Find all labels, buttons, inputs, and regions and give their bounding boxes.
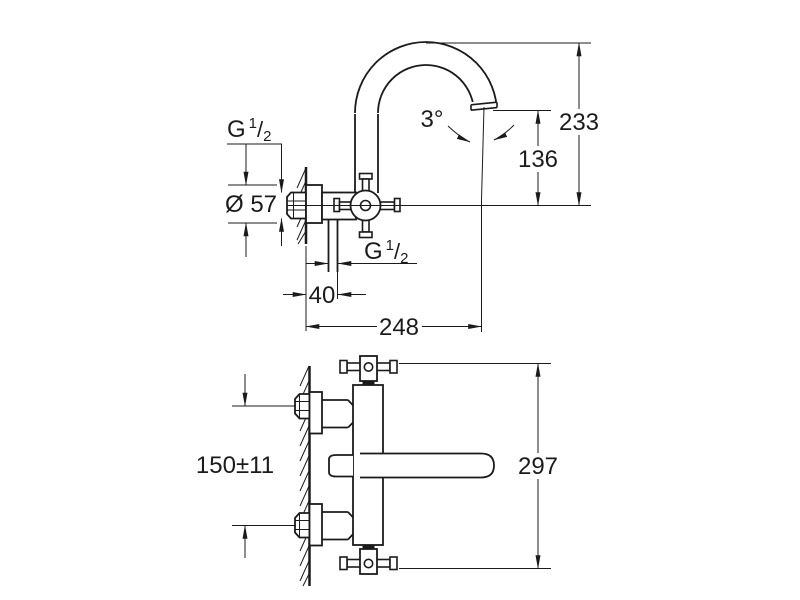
handle-hub	[359, 355, 378, 382]
label-spout-angle: 3°	[421, 106, 444, 133]
handle-stem	[362, 544, 375, 549]
dim-label-233: 233	[559, 109, 599, 136]
dimension-40: 40	[283, 282, 366, 309]
angle-reference-line	[481, 106, 485, 332]
handle-screw	[363, 558, 374, 569]
dimension-connection-spacing: 150±11	[196, 374, 296, 558]
gooseneck-spout	[354, 41, 500, 193]
dimension-flange-diameter: Ø 57	[225, 144, 277, 257]
spout-boss	[328, 454, 353, 478]
dimension-233: 233	[426, 42, 601, 207]
upper-union	[294, 391, 357, 435]
top-view: 150±11 297	[196, 355, 561, 587]
hex-nut	[294, 393, 311, 420]
wall-flange	[308, 503, 323, 547]
spout-inner-arc	[377, 64, 475, 114]
dim-label-150: 150±11	[196, 452, 274, 479]
dim-label-136: 136	[518, 146, 558, 173]
wall-escutcheon	[305, 184, 323, 224]
cross-handle-lower	[339, 544, 398, 575]
dim-label-297: 297	[518, 453, 558, 480]
spout-outer-arc	[354, 41, 498, 114]
handle-screw	[363, 361, 374, 372]
dim-label-40: 40	[309, 282, 336, 309]
dimension-248: 248	[305, 246, 483, 341]
cross-handle-upper	[339, 355, 398, 386]
dim-label-248: 248	[379, 314, 419, 341]
lower-union	[294, 503, 357, 547]
handle-hub	[359, 548, 378, 575]
inlet-union-side	[286, 184, 323, 224]
dimension-spout-angle: 3°	[421, 106, 515, 332]
wall-flange	[308, 391, 323, 435]
handle-stem	[362, 381, 375, 386]
dimension-136: 136	[493, 109, 560, 207]
dimension-overall-width: 297	[399, 362, 561, 570]
hex-nut	[294, 512, 311, 539]
label-flange-diameter: Ø 57	[225, 191, 277, 218]
spout-top-view	[360, 452, 495, 479]
